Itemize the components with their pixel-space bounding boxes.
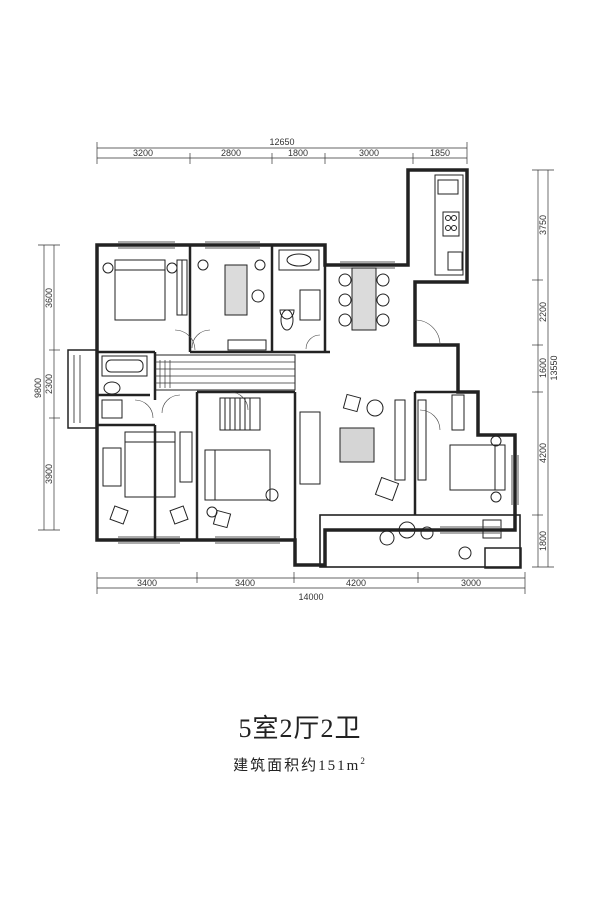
dim-right-5: 1800 [538,531,548,551]
bedroom-right-furniture [417,394,506,539]
windows [118,241,519,544]
dining-furniture [338,267,390,331]
layout-title: 5室2厅2卫 [238,714,362,743]
kitchen-fixtures [434,174,464,276]
area-label: 建筑面积约151m2 [0,754,600,775]
bathroom-left-fixtures [101,355,148,419]
dim-right-2: 2200 [538,302,548,322]
corridor-floor [154,354,296,391]
dim-bottom-4: 3000 [461,578,481,588]
dim-left-total: 9800 [33,378,43,398]
top-dimension-lines [96,142,468,164]
area-superscript: 2 [360,756,367,766]
right-dimension-lines [532,169,554,568]
bathroom-top-fixtures [278,249,321,331]
dim-bottom-1: 3400 [137,578,157,588]
dim-top-total: 12650 [269,137,294,147]
balcony-furniture [379,521,472,560]
bedroom-bottom-middle-furniture [204,397,279,529]
bedroom-top-left-furniture [102,259,188,321]
dim-top-3: 1800 [288,148,308,158]
bay-window-left [67,349,98,429]
dim-left-3: 3900 [44,464,54,484]
dim-right-1: 3750 [538,215,548,235]
dim-top-2: 2800 [221,148,241,158]
dimension-labels: 12650 3200 2800 1800 3000 1850 3400 3400… [33,137,559,602]
dim-top-1: 3200 [133,148,153,158]
dim-bottom-total: 14000 [298,592,323,602]
dim-right-3: 1600 [538,358,548,378]
balcony [319,514,521,568]
dim-top-5: 1850 [430,148,450,158]
dim-left-2: 2300 [44,374,54,394]
dim-bottom-2: 3400 [235,578,255,588]
dim-left-1: 3600 [44,288,54,308]
study-furniture [197,259,267,351]
door-swings [134,319,441,431]
living-room-furniture [299,393,406,502]
dim-right-4: 4200 [538,443,548,463]
area-text: 建筑面积约151m [233,758,361,774]
dim-top-4: 3000 [359,148,379,158]
dim-bottom-3: 4200 [346,578,366,588]
interior-walls [97,245,458,540]
floor-plan: 12650 3200 2800 1800 3000 1850 3400 3400… [33,137,559,602]
dim-right-total: 13550 [549,355,559,380]
bottom-dimension-lines [96,572,526,594]
master-bedroom-furniture [102,431,193,525]
left-dimension-lines [38,244,60,531]
